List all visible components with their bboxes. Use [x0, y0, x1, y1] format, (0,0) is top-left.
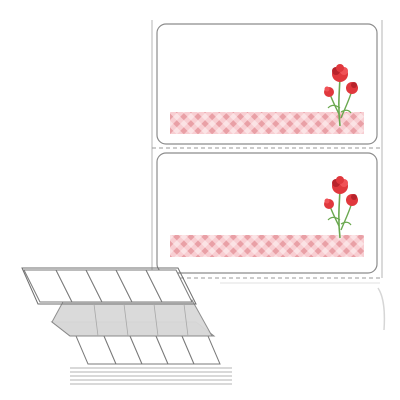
label-backing	[151, 20, 386, 331]
gingham-band	[170, 235, 364, 257]
fanfold-bottom-row	[75, 335, 221, 365]
fanfold-top-row	[23, 269, 193, 303]
gingham-band	[170, 112, 364, 134]
label-1	[156, 23, 378, 145]
label-2	[156, 152, 378, 274]
fanfold-stack	[21, 267, 232, 385]
